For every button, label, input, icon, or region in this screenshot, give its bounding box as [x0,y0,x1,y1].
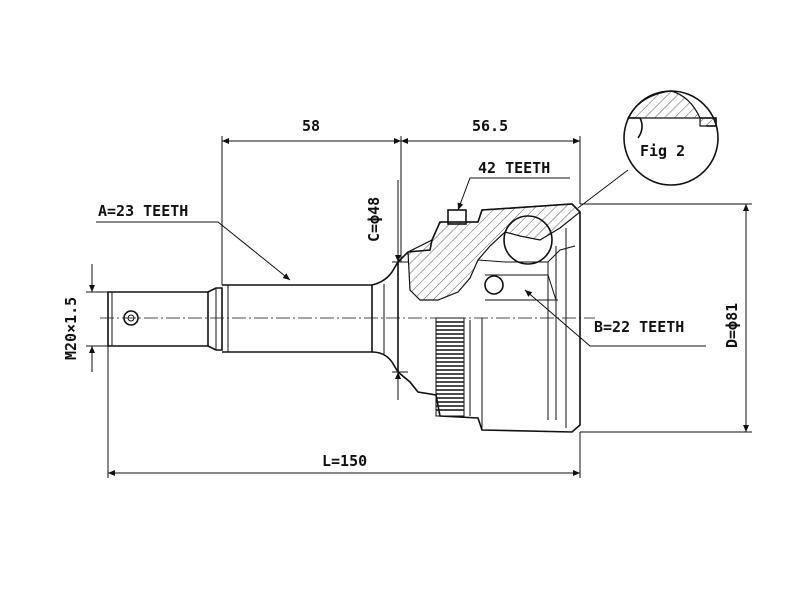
dim-c-label: C=ϕ48 [365,197,383,242]
abs-teeth [436,321,464,411]
dim-l-label: L=150 [322,452,367,470]
shaft [107,259,399,375]
pin-hole [123,310,139,326]
dim-m-label: M20×1.5 [62,297,80,360]
fig2-detail: Fig 2 [577,90,719,209]
sensor-nub [447,209,467,225]
dim-58-label: 58 [302,117,320,135]
teeth-a-label: A=23 TEETH [98,202,188,220]
joint-housing [397,203,581,433]
teeth-b-label: B=22 TEETH [594,318,684,336]
fig2-label: Fig 2 [640,142,685,160]
teeth-42-label: 42 TEETH [478,159,550,177]
ball [503,215,553,265]
section-hatch [407,203,581,301]
abs-ring [435,317,465,417]
dim-56-5-label: 56.5 [472,117,508,135]
cage-ball [484,275,504,295]
dimensions [86,136,752,478]
dim-d-label: D=ϕ81 [723,303,741,348]
